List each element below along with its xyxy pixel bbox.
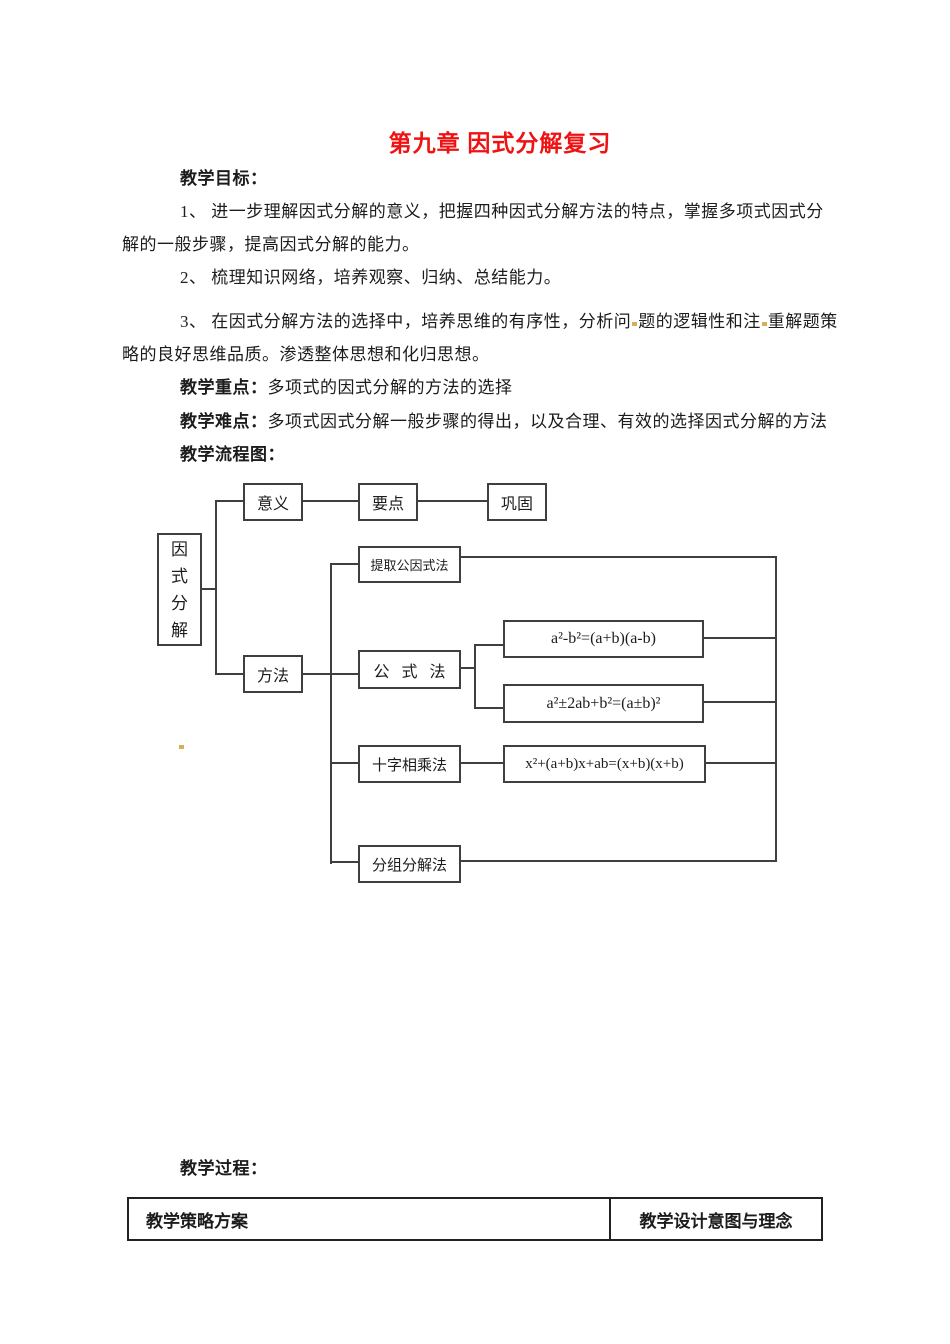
goal-item-3-line-2: 略的良好思维品质。渗透整体思想和化归思想。 [122, 345, 490, 364]
difficult-point-line: 教学难点：多项式因式分解一般步骤的得出，以及合理、有效的选择因式分解的方法 [180, 410, 828, 433]
flow-node-factorization-char: 式 [171, 566, 188, 586]
stray-highlight-mark [179, 745, 184, 749]
connector-keypoints-consolidate [418, 500, 487, 502]
goal-item-1-line-2: 解的一般步骤，提高因式分解的能力。 [122, 235, 420, 254]
flow-node-factorization-char: 分 [171, 593, 188, 613]
goal-item-3-seg-3: 重解题策 [767, 312, 838, 331]
spellcheck-mark-icon [632, 322, 638, 326]
flow-node-factorization-char: 因 [171, 539, 188, 559]
goal-item-3-seg-1: 3、 在因式分解方法的选择中，培养思维的有序性，分析问 [180, 312, 632, 331]
connector-formula-bracket [474, 644, 476, 709]
flow-node-consolidate: 巩固 [487, 483, 547, 521]
flow-node-meaning: 意义 [243, 483, 303, 521]
process-table: 教学策略方案 教学设计意图与理念 [127, 1197, 823, 1241]
connector-to-meaning [217, 500, 243, 502]
flow-node-factorization: 因 式 分 解 [157, 533, 202, 646]
connector-cross-method-formula [461, 762, 503, 764]
spellcheck-mark-icon [761, 322, 767, 326]
table-header-design-intent: 教学设计意图与理念 [639, 1211, 793, 1231]
key-point-line: 教学重点：多项式的因式分解的方法的选择 [180, 376, 513, 399]
connector-meaning-keypoints [303, 500, 358, 502]
connector-trunk-right [775, 556, 777, 862]
connector-bracket-bottom [476, 707, 503, 709]
connector-cross-formula-out [706, 762, 775, 764]
page-title: 第九章 因式分解复习 [388, 131, 612, 156]
connector-trunk-methods [330, 563, 332, 864]
flow-node-formula-method: 公式法 [358, 650, 461, 689]
difficult-point-text: 多项式因式分解一般步骤的得出，以及合理、有效的选择因式分解的方法 [267, 412, 828, 431]
flow-node-difference-of-squares-formula: a²-b²=(a+b)(a-b) [503, 620, 704, 658]
goal-item-1-line-1: 1、 进一步理解因式分解的意义，把握四种因式分解方法的特点，掌握多项式因式分 [180, 202, 824, 221]
connector-to-common-factor [332, 563, 358, 565]
connector-root-stub [202, 588, 215, 590]
table-header-strategy: 教学策略方案 [129, 1199, 611, 1239]
goal-label: 教学目标： [180, 169, 268, 188]
flowchart-label: 教学流程图： [180, 445, 285, 464]
difficult-point-label: 教学难点： [180, 412, 268, 431]
connector-formula-method-stub [461, 667, 475, 669]
connector-common-factor-out [461, 556, 776, 558]
flow-node-grouping-method: 分组分解法 [358, 845, 461, 883]
connector-trunk-left [215, 500, 217, 675]
flow-node-methods: 方法 [243, 655, 303, 693]
connector-to-methods [217, 673, 243, 675]
flow-node-factorization-char: 解 [171, 620, 188, 640]
connector-to-grouping [332, 861, 358, 863]
connector-to-cross-method [332, 762, 358, 764]
flow-node-keypoints: 要点 [358, 483, 418, 521]
process-label: 教学过程： [180, 1159, 268, 1178]
connector-perfect-square-out [704, 701, 775, 703]
key-point-label: 教学重点： [180, 378, 268, 397]
goal-item-2: 2、 梳理知识网络，培养观察、归纳、总结能力。 [180, 268, 562, 287]
flow-node-cross-formula: x²+(a+b)x+ab=(x+b)(x+b) [503, 745, 706, 783]
connector-grouping-out [461, 860, 777, 862]
connector-bracket-top [476, 644, 503, 646]
key-point-text: 多项式的因式分解的方法的选择 [267, 378, 513, 397]
flow-node-perfect-square-formula: a²±2ab+b²=(a±b)² [503, 684, 704, 723]
flow-node-common-factor-method: 提取公因式法 [358, 546, 461, 583]
connector-diff-squares-out [704, 637, 775, 639]
flow-node-cross-multiplication-method: 十字相乘法 [358, 745, 461, 783]
goal-item-3-line-1: 3、 在因式分解方法的选择中，培养思维的有序性，分析问题的逻辑性和注重解题策 [180, 310, 838, 333]
goal-item-3-seg-2: 题的逻辑性和注 [638, 312, 761, 331]
